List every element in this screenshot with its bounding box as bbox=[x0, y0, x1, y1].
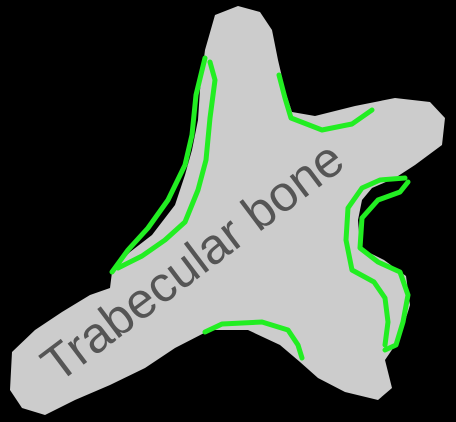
diagram-canvas: Trabecular bone bbox=[0, 0, 456, 422]
trabecular-bone-diagram: Trabecular bone bbox=[0, 0, 456, 422]
